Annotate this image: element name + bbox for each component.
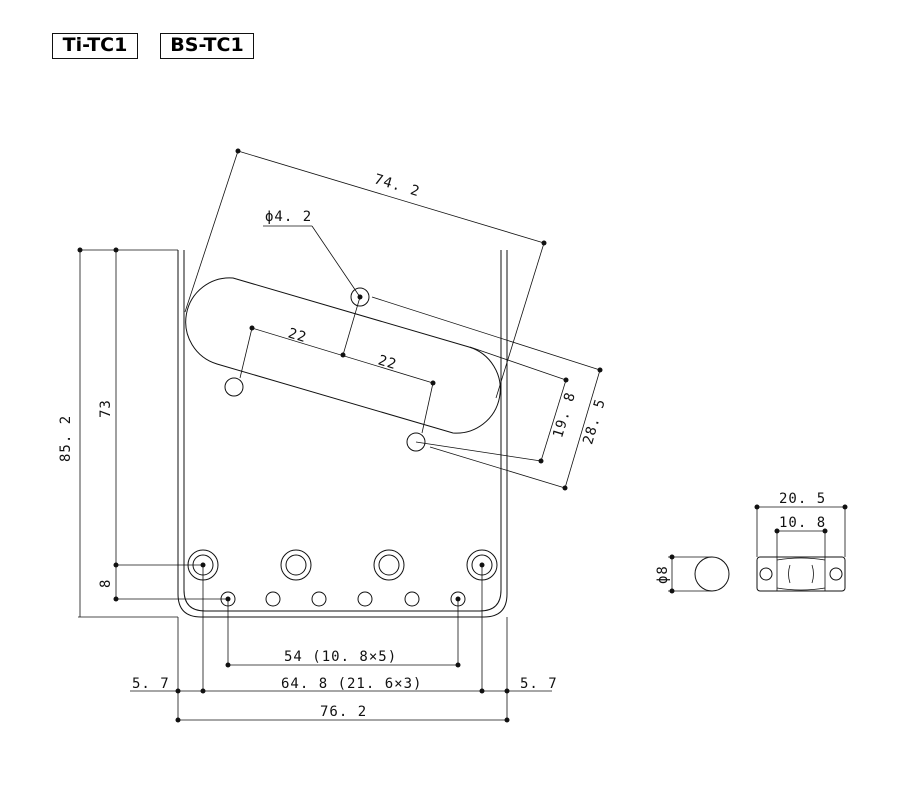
dim-label-top-width: 74. 2 bbox=[372, 171, 422, 200]
pickup-hole-right bbox=[406, 432, 426, 452]
dim-label-margin-left: 5. 7 bbox=[132, 676, 170, 692]
dim-label-pickup-inner: 19. 8 bbox=[550, 390, 579, 440]
dim-label-height-73: 73 bbox=[98, 399, 114, 418]
pickup-hole-left bbox=[224, 377, 244, 397]
dim-label-saddle-diameter: ϕ8 bbox=[655, 565, 671, 584]
dim-label-spacing-1: 22 bbox=[286, 325, 309, 346]
dim-label-saddle-length: 20. 5 bbox=[779, 491, 826, 507]
leader-hole-diameter bbox=[263, 225, 361, 298]
pickup-hole-top bbox=[350, 287, 370, 307]
dim-label-hole-diameter: ϕ4. 2 bbox=[265, 209, 312, 225]
dim-label-spacing-2: 22 bbox=[376, 352, 399, 373]
dim-top-width bbox=[184, 148, 547, 399]
dim-label-mount-holes: 64. 8 (21. 6×3) bbox=[281, 676, 422, 692]
string-holes bbox=[220, 591, 466, 607]
model-label-bs-tc1: BS-TC1 bbox=[160, 33, 254, 59]
bridge-plate-inner bbox=[183, 250, 502, 612]
dim-pickup bbox=[371, 296, 603, 491]
dim-horizontal bbox=[130, 565, 552, 723]
dim-label-margin-right: 5. 7 bbox=[520, 676, 558, 692]
dim-label-front-holes: 54 (10. 8×5) bbox=[284, 649, 397, 665]
saddle-end-view bbox=[668, 554, 730, 594]
bridge-plate-outer bbox=[177, 250, 508, 618]
model-label-ti-tc1: Ti-TC1 bbox=[52, 33, 138, 59]
pickup-slot bbox=[185, 277, 501, 434]
dim-vertical bbox=[77, 247, 228, 618]
dim-label-height-8: 8 bbox=[98, 579, 114, 588]
dim-label-total-width: 76. 2 bbox=[320, 704, 367, 720]
dim-spacing bbox=[239, 296, 436, 434]
dim-label-total-height: 85. 2 bbox=[58, 415, 74, 462]
mount-holes bbox=[187, 549, 498, 581]
dim-label-saddle-inner: 10. 8 bbox=[779, 515, 826, 531]
saddle-side-view bbox=[754, 504, 848, 592]
